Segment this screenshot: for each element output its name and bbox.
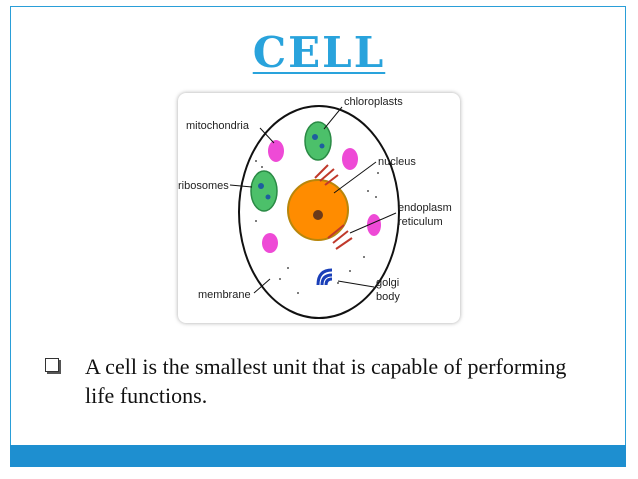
mitochondrion-2 (342, 148, 358, 170)
golgi-body (316, 268, 333, 286)
label-ribosomes: ribosomes (178, 180, 229, 192)
label-body: body (376, 291, 400, 303)
footer-bar (10, 445, 626, 467)
label-endoplasm: endoplasm (398, 202, 452, 214)
label-chloroplasts: chloroplasts (344, 96, 403, 108)
chloroplast-left (250, 170, 278, 212)
bullet-text: A cell is the smallest unit that is capa… (85, 354, 567, 408)
mitochondrion-1 (268, 140, 284, 162)
ribosome-dots (255, 160, 379, 294)
endoplasmic-reticulum (314, 164, 353, 250)
label-mitochondria: mitochondria (186, 120, 250, 132)
bullet-item: A cell is the smallest unit that is capa… (45, 352, 585, 410)
checkbox-bullet-icon (45, 358, 59, 372)
chloroplast-top (304, 121, 332, 161)
leader-lines (229, 106, 397, 294)
label-membrane: membrane (198, 289, 251, 301)
cell-diagram: chloroplasts mitochondria nucleus riboso… (178, 93, 460, 323)
label-golgi: golgi (376, 277, 399, 289)
cell-diagram-svg: chloroplasts mitochondria nucleus riboso… (178, 96, 452, 319)
label-nucleus: nucleus (378, 156, 416, 168)
nucleolus (313, 210, 323, 220)
mitochondrion-3 (367, 214, 381, 236)
slide-title: CELL (252, 28, 386, 77)
label-reticulum: reticulum (398, 216, 443, 228)
mitochondrion-4 (262, 233, 278, 253)
